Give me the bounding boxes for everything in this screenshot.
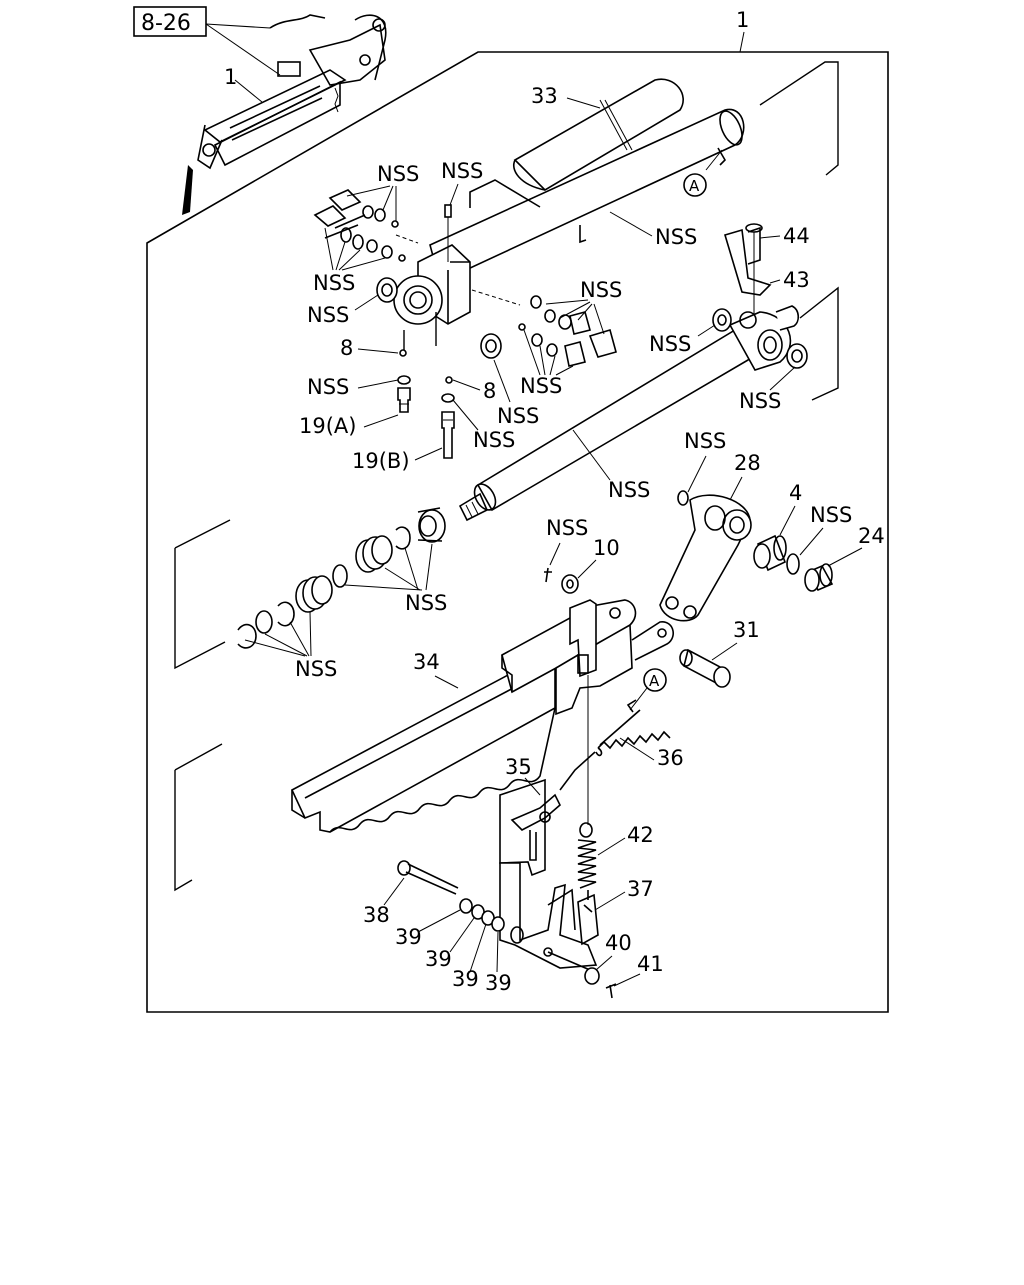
callout-nss-4: NSS [307, 303, 349, 327]
upper-yoke-block [393, 204, 471, 350]
callout-36: 36 [657, 746, 684, 770]
callout-43: 43 [783, 268, 810, 292]
part-nss-pin [544, 567, 552, 583]
part-38-pin: 38 [363, 860, 459, 927]
part-40-washer [584, 967, 600, 985]
callout-41: 41 [637, 952, 664, 976]
fitting-set-right [471, 289, 617, 367]
part-34-channel: 34 [290, 599, 674, 833]
callout-33: 33 [531, 84, 558, 108]
callout-44: 44 [783, 224, 810, 248]
callout-nss-12: NSS [405, 591, 447, 615]
svg-text:A: A [649, 672, 660, 690]
callout-31: 31 [733, 618, 760, 642]
thumbnail-assembly-label: 1 [224, 65, 237, 89]
part-31-pin: 31 [679, 618, 760, 688]
marker-a-upper [683, 173, 707, 197]
upper-shaft: A NSS [429, 108, 745, 284]
callout-nss-10: NSS [649, 332, 691, 356]
callout-8-left: 8 [340, 336, 353, 360]
fitting-19a [397, 349, 411, 413]
part-4-bushing [753, 534, 787, 572]
page-ref-box [133, 6, 207, 37]
callout-nss-8: NSS [307, 375, 349, 399]
callout-nss-2: NSS [441, 159, 483, 183]
marker-a-lower [643, 668, 667, 692]
callout-37: 37 [627, 877, 654, 901]
callout-nss-5: NSS [580, 278, 622, 302]
part-10-washer [561, 574, 579, 594]
callout-24: 24 [858, 524, 885, 548]
callout-39-a: 39 [395, 925, 422, 949]
callout-nss-shaft: NSS [655, 225, 697, 249]
part-24-bushing [804, 563, 834, 592]
fitting-19b [441, 376, 455, 459]
fitting-set-left [313, 189, 419, 303]
callout-nss-shaft-lower: NSS [608, 478, 650, 502]
part-43-bracket: 44 43 [724, 223, 810, 318]
assembly-thumbnail: 1 [182, 14, 387, 215]
callout-nss-1: NSS [377, 162, 419, 186]
part-36-spring: 36 [595, 699, 684, 770]
seal-stack [237, 507, 446, 649]
callout-39-c: 39 [452, 967, 479, 991]
part-42-spring: 42 [577, 822, 654, 900]
part-39-washer-1 [459, 898, 473, 914]
callout-39-b: 39 [425, 947, 452, 971]
page-ref-label: 8-26 [141, 11, 191, 36]
callout-nss-15: NSS [810, 503, 852, 527]
callout-nss-3: NSS [313, 271, 355, 295]
callout-nss-14: NSS [684, 429, 726, 453]
callout-10: 10 [593, 536, 620, 560]
callout-35: 35 [505, 755, 532, 779]
part-28-link: 28 NSS [659, 429, 761, 622]
callout-nss-9: NSS [473, 428, 515, 452]
part-33-cover: 33 [513, 78, 684, 192]
callout-34: 34 [413, 650, 440, 674]
callout-28: 28 [734, 451, 761, 475]
callout-19b: 19(B) [352, 449, 410, 473]
callout-nss-11: NSS [739, 389, 781, 413]
callout-nss-16: NSS [546, 516, 588, 540]
callout-8-right: 8 [483, 379, 496, 403]
part-41-pin [605, 983, 617, 999]
callout-42: 42 [627, 823, 654, 847]
callout-40: 40 [605, 931, 632, 955]
callout-nss-6: NSS [520, 374, 562, 398]
callout-nss-13: NSS [295, 657, 337, 681]
callout-39-d: 39 [485, 971, 512, 995]
callout-38: 38 [363, 903, 390, 927]
part-39-washer-4 [491, 916, 505, 932]
callout-4: 4 [789, 481, 802, 505]
callout-19a: 19(A) [299, 414, 356, 438]
part-nss-ring [786, 553, 800, 575]
callout-nss-7: NSS [497, 404, 539, 428]
detail-frame [146, 51, 889, 1013]
assembly-label: 1 [736, 8, 749, 32]
svg-text:A: A [689, 177, 700, 195]
lever-assembly: 37 [499, 862, 654, 971]
lower-shaft: NSS [458, 305, 808, 522]
